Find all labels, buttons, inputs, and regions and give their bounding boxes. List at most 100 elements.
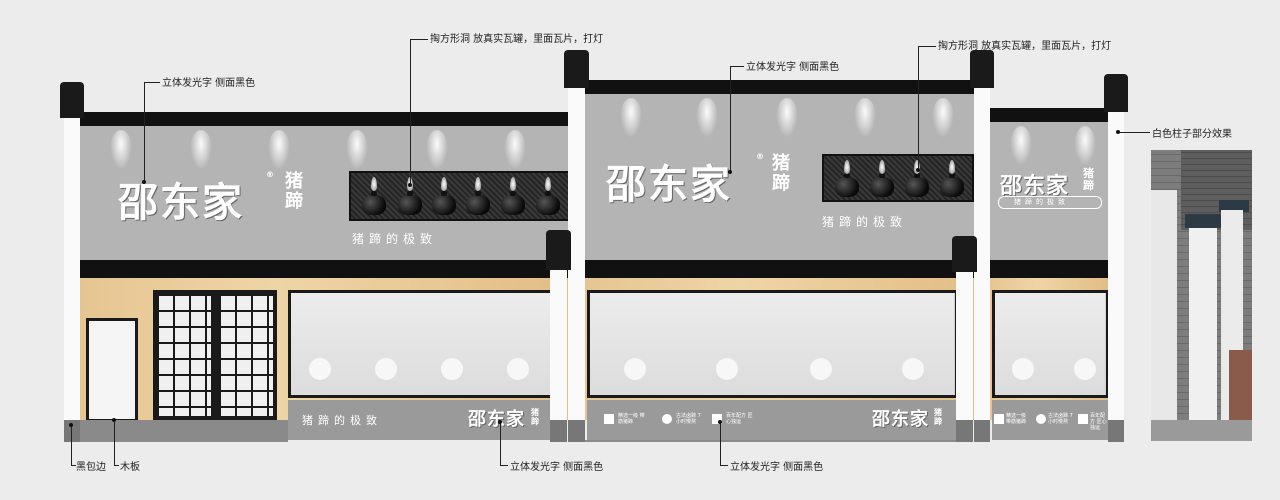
pillar-base — [1108, 420, 1124, 442]
leader-line — [410, 39, 411, 185]
window-circle — [624, 358, 646, 380]
pillar-cap — [952, 236, 977, 272]
leader-line — [730, 66, 744, 67]
leader-dot — [112, 418, 116, 422]
badge-text: 古法卤蹄 7小时慢熬 — [1048, 413, 1073, 425]
brand-logo-left: 邵东家 — [118, 180, 244, 226]
pillar-cap — [60, 82, 84, 118]
leader-dot — [69, 423, 73, 427]
clock-icon — [1078, 414, 1088, 424]
mid-black-band — [585, 260, 975, 278]
pillar-base — [64, 420, 80, 442]
pillar-right-mid — [974, 88, 990, 420]
clay-jar — [466, 191, 490, 215]
pillar-effect-photo — [1151, 150, 1252, 441]
lower-brand-sub-left: 猪蹄 — [531, 408, 539, 426]
clay-jar — [835, 173, 859, 197]
leader-line — [71, 465, 76, 466]
pillar-short-left — [550, 270, 567, 420]
spotlight — [268, 130, 290, 170]
leader-dot — [718, 420, 722, 424]
window-circle — [1074, 358, 1096, 380]
leader-line — [114, 465, 119, 466]
clay-jar — [536, 191, 560, 215]
leader-line — [918, 46, 919, 170]
clock-icon — [712, 414, 722, 424]
left-roof — [80, 112, 570, 126]
badge-text: 百年配方 匠心独运 — [1090, 413, 1107, 431]
lower-sign-mid — [587, 400, 957, 440]
brand-logo-right: 邵东家 — [1000, 174, 1070, 199]
leader-dot — [916, 168, 920, 172]
annotation-wood-board: 木板 — [120, 462, 140, 473]
pillar-base — [956, 420, 973, 442]
lower-brand-sub-mid: 猪蹄 — [934, 408, 942, 426]
window-circle — [375, 358, 397, 380]
spotlight — [110, 130, 132, 170]
slogan-mid: 猪蹄的极致 — [822, 215, 908, 229]
lower-brand-mid: 邵东家 — [872, 409, 929, 430]
right-roof — [990, 108, 1108, 122]
spotlight — [696, 98, 718, 138]
leader-line — [500, 422, 501, 465]
leader-line — [144, 82, 145, 182]
ground-base-mid — [585, 440, 956, 442]
pillar-far-right — [1108, 112, 1124, 420]
spotlight — [426, 130, 448, 170]
window-circle — [810, 358, 832, 380]
leader-dot — [142, 180, 146, 184]
clay-jar — [432, 191, 456, 215]
window-circle — [716, 358, 738, 380]
leader-line — [720, 422, 721, 465]
lower-sign-left — [288, 400, 554, 440]
pillar-cap — [546, 230, 571, 270]
clay-jar — [362, 191, 386, 215]
brand-sub-mid: 猪蹄 — [772, 153, 790, 194]
pot-icon — [1036, 414, 1046, 424]
leader-line — [410, 39, 428, 40]
annotation-sign-mid: 立体发光字 侧面黑色 — [746, 62, 840, 73]
annotation-lower-sign-left: 立体发光字 侧面黑色 — [510, 462, 604, 473]
lower-slogan-left: 猪蹄的极致 — [302, 414, 382, 427]
leader-dot — [498, 420, 502, 424]
pillar-base — [568, 420, 585, 442]
candle-light — [475, 177, 481, 191]
mid-roof — [585, 80, 975, 94]
lattice-door-left — [153, 290, 215, 420]
leader-line — [114, 420, 115, 465]
annotation-lower-sign-mid: 立体发光字 侧面黑色 — [730, 462, 824, 473]
right-black-band — [990, 260, 1108, 278]
registered-mark: ® — [266, 170, 274, 179]
pillar-cap — [970, 50, 994, 88]
candle-light — [441, 177, 447, 191]
annotation-niche-left: 掏方形洞 放真实瓦罐，里面瓦片，打灯 — [430, 34, 604, 45]
brand-sub-left: 猪蹄 — [285, 171, 303, 212]
leader-line — [500, 465, 508, 466]
pot-icon — [662, 414, 672, 424]
candle-light — [914, 160, 920, 174]
clay-jar — [501, 191, 525, 215]
shop-window-mid — [587, 290, 957, 398]
spotlight — [932, 98, 954, 138]
clay-jar — [870, 173, 894, 197]
slogan-pill-right — [998, 196, 1102, 209]
spotlight — [504, 130, 526, 170]
annotation-niche-right: 掏方形洞 放真实瓦罐，里面瓦片，打灯 — [938, 41, 1112, 52]
annotation-black-trim: 黑包边 — [76, 462, 106, 473]
shop-window-right — [992, 290, 1108, 398]
candle-light — [949, 160, 955, 174]
pillar-cap — [1104, 74, 1128, 112]
candle-light — [879, 160, 885, 174]
window-circle — [1012, 358, 1034, 380]
wood-door — [86, 318, 138, 422]
brand-sub-right: 猪蹄 — [1083, 167, 1094, 192]
slogan-left: 猪蹄的极致 — [352, 232, 438, 246]
pillar-left-mid — [568, 88, 585, 420]
slogan-right: 猪蹄的极致 — [1014, 198, 1069, 206]
jar-niche-left — [349, 171, 574, 221]
pillar-base — [550, 420, 567, 442]
pillar-far-left — [64, 118, 80, 420]
pillar-cap — [564, 50, 589, 88]
n-logo-icon — [604, 414, 614, 424]
lower-brand-left: 邵东家 — [468, 409, 525, 430]
